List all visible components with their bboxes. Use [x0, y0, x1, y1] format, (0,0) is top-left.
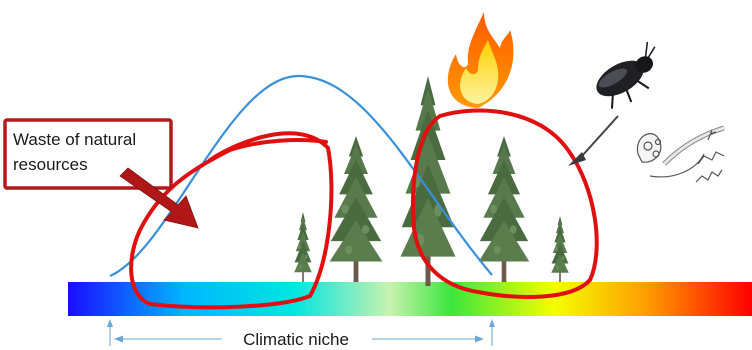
impact-loop-right: [411, 108, 599, 299]
callout-line-2: resources: [13, 155, 88, 174]
pine-tree-icon: [294, 212, 312, 282]
pine-tree-icon: [478, 136, 530, 282]
climate-gradient-bar: [68, 282, 752, 316]
pine-tree-icon: [400, 76, 456, 286]
waste-loop-left: [129, 131, 334, 310]
beetle-icon: [596, 41, 656, 109]
arrow-tip-icon: [568, 115, 619, 166]
flame-icon: [447, 12, 514, 108]
pine-tree-icon: [329, 136, 383, 282]
niche-axis: [107, 319, 495, 346]
pathogen-icon: [636, 125, 725, 183]
callout-arrow: [119, 167, 199, 229]
niche-label: Climatic niche: [243, 330, 349, 349]
callout-line-1: Waste of natural: [13, 130, 136, 149]
pine-tree-icon: [551, 216, 569, 282]
